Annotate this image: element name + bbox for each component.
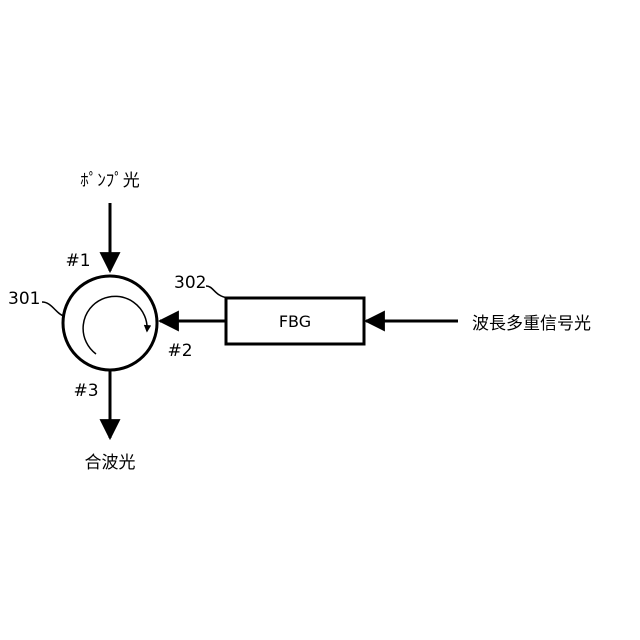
circulator-leader-line [42, 302, 64, 316]
circulator [63, 276, 157, 370]
fbg-label: FBG [279, 312, 311, 331]
pump-light-label: ﾎﾟﾝﾌﾟ光 [80, 171, 140, 191]
wdm-signal-label: 波長多重信号光 [472, 314, 591, 334]
port3-label: #3 [73, 381, 98, 401]
port2-label: #2 [167, 341, 192, 361]
combined-light-label: 合波光 [85, 453, 136, 473]
fbg-ref-label: 302 [174, 273, 206, 293]
circulation-arrow [83, 296, 147, 354]
fbg-leader-line [206, 286, 228, 298]
port1-label: #1 [65, 251, 90, 271]
circulator-ref-label: 301 [8, 289, 40, 309]
